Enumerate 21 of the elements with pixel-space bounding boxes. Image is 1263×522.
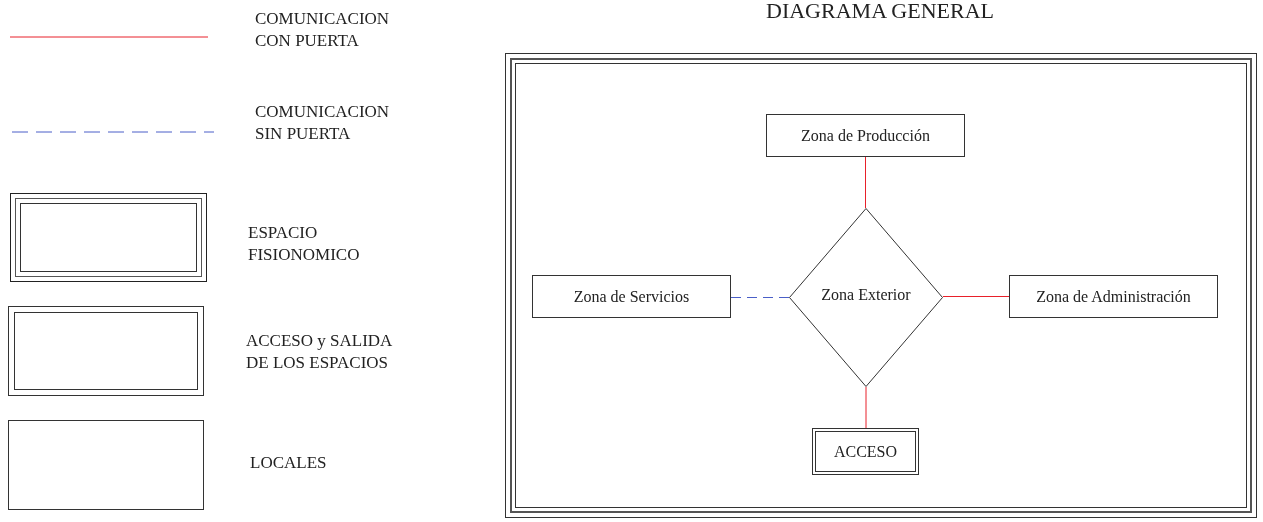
frame-box xyxy=(505,53,1257,518)
legend-label: ACCESO y SALIDA DE LOS ESPACIOS xyxy=(246,330,393,375)
node-label: ACCESO xyxy=(833,441,898,462)
zone-box xyxy=(766,114,965,157)
diagram-title: DIAGRAMA GENERAL xyxy=(765,0,995,22)
connector-line xyxy=(865,156,866,209)
legend-label: ESPACIO FISIONOMICO xyxy=(248,222,361,267)
dashed-connector xyxy=(730,297,790,298)
legend-label: LOCALES xyxy=(250,452,328,474)
node-label: Zona Exterior xyxy=(821,285,911,303)
connector-line xyxy=(865,386,867,429)
node-label: Zona de Servicios xyxy=(573,286,690,307)
legend-label: COMUNICACION SIN PUERTA xyxy=(255,101,391,146)
node-label: Zona de Administración xyxy=(1036,286,1191,307)
decision-diamond xyxy=(789,208,943,387)
connector-line xyxy=(942,296,1010,297)
zone-box xyxy=(532,275,731,318)
zone-box xyxy=(1009,275,1218,318)
access-box xyxy=(812,428,919,475)
node-label: Zona de Producción xyxy=(801,125,930,146)
legend-label: COMUNICACION CON PUERTA xyxy=(255,8,391,53)
